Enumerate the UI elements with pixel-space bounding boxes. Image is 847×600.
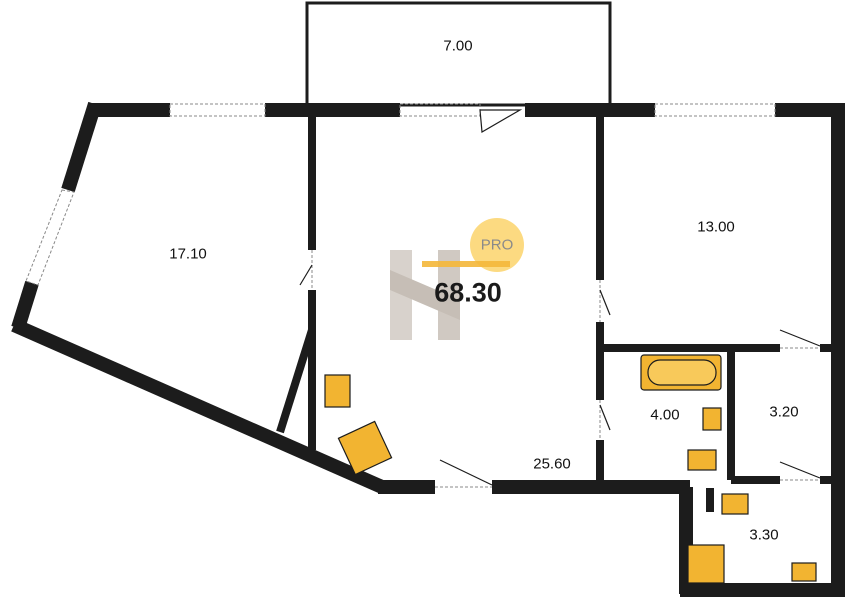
room-area-living: 25.60 bbox=[533, 455, 571, 473]
room-area-wc: 3.30 bbox=[749, 526, 779, 544]
sink bbox=[324, 374, 351, 408]
stove bbox=[337, 420, 393, 476]
room-area-storage: 3.20 bbox=[769, 403, 799, 421]
logo-text: PRO bbox=[480, 236, 514, 254]
walls bbox=[11, 101, 845, 597]
toilet bbox=[721, 493, 749, 515]
room-area-bedroom-right: 13.00 bbox=[697, 218, 735, 236]
windows bbox=[25, 103, 820, 488]
toilet bbox=[687, 449, 717, 471]
room-area-bathroom: 4.00 bbox=[650, 406, 680, 424]
logo bbox=[390, 218, 524, 340]
total-area: 68.30 bbox=[434, 277, 502, 308]
fixtures bbox=[324, 354, 817, 584]
doors bbox=[299, 109, 821, 486]
room-area-bedroom-left: 17.10 bbox=[169, 245, 207, 263]
shower bbox=[687, 544, 725, 584]
sink bbox=[791, 562, 817, 582]
balcony-outline bbox=[305, 1, 612, 107]
room-area-balcony: 7.00 bbox=[443, 37, 473, 55]
sink bbox=[702, 407, 722, 431]
interior-walls bbox=[276, 110, 838, 512]
